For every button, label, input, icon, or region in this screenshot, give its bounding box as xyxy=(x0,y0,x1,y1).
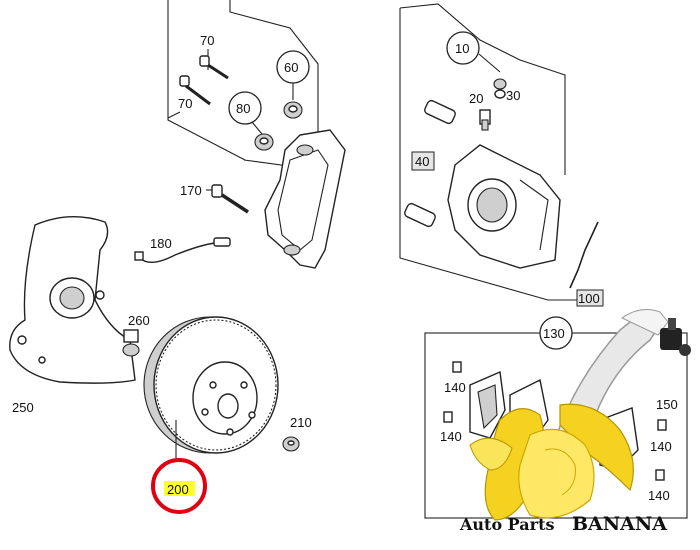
callout-210[interactable]: 210 xyxy=(282,415,312,452)
caliper-body xyxy=(447,144,561,269)
svg-text:260: 260 xyxy=(128,313,150,328)
callout-140d[interactable]: 140 xyxy=(648,469,670,503)
callout-170[interactable]: 170 xyxy=(180,183,249,214)
label-250[interactable]: 250 xyxy=(12,400,34,415)
callout-140c[interactable]: 140 xyxy=(650,419,672,454)
svg-text:200: 200 xyxy=(167,482,189,497)
svg-text:170: 170 xyxy=(180,183,202,198)
caliper-bracket xyxy=(264,129,346,269)
ball-joint-icon xyxy=(660,328,682,350)
callout-130[interactable]: 130 xyxy=(539,316,573,350)
callout-10[interactable]: 10 xyxy=(446,31,501,73)
svg-text:130: 130 xyxy=(543,326,565,341)
callout-180[interactable]: 180 xyxy=(134,236,231,263)
svg-text:100: 100 xyxy=(578,291,600,306)
callout-100[interactable]: 100 xyxy=(569,221,604,307)
svg-text:80: 80 xyxy=(236,101,250,116)
callout-70a[interactable]: 70 xyxy=(199,33,229,80)
guide-pins xyxy=(404,99,456,228)
callout-200-highlight[interactable]: 200 xyxy=(151,458,207,514)
callout-60[interactable]: 60 xyxy=(276,50,310,119)
svg-text:10: 10 xyxy=(455,41,469,56)
svg-text:140: 140 xyxy=(648,488,670,503)
svg-text:140: 140 xyxy=(440,429,462,444)
callout-70b[interactable]: 70 xyxy=(178,75,211,111)
callout-80[interactable]: 80 xyxy=(228,91,274,151)
callout-140b[interactable]: 140 xyxy=(440,411,462,444)
svg-text:70: 70 xyxy=(178,96,192,111)
callout-140a[interactable]: 140 xyxy=(444,361,466,395)
callout-30[interactable]: 30 xyxy=(493,78,520,103)
svg-text:70: 70 xyxy=(200,33,214,48)
dust-shield xyxy=(9,215,136,384)
brake-disc xyxy=(143,316,279,462)
svg-text:210: 210 xyxy=(290,415,312,430)
svg-text:30: 30 xyxy=(506,88,520,103)
callout-150[interactable]: 150 xyxy=(656,397,678,412)
callout-260[interactable]: 260 xyxy=(122,313,150,357)
svg-text:140: 140 xyxy=(444,380,466,395)
svg-text:60: 60 xyxy=(284,60,298,75)
callout-40[interactable]: 40 xyxy=(411,151,435,171)
svg-text:150: 150 xyxy=(656,397,678,412)
caliper-group-frame xyxy=(399,3,580,301)
brand-logo: Auto Parts BANANA xyxy=(459,309,691,535)
svg-text:20: 20 xyxy=(469,91,483,106)
callout-20[interactable]: 20 xyxy=(469,91,491,131)
brand-name-large: BANANA xyxy=(572,513,667,535)
brand-name-small: Auto Parts xyxy=(459,515,554,534)
svg-text:180: 180 xyxy=(150,236,172,251)
svg-text:40: 40 xyxy=(415,154,429,169)
svg-text:140: 140 xyxy=(650,439,672,454)
